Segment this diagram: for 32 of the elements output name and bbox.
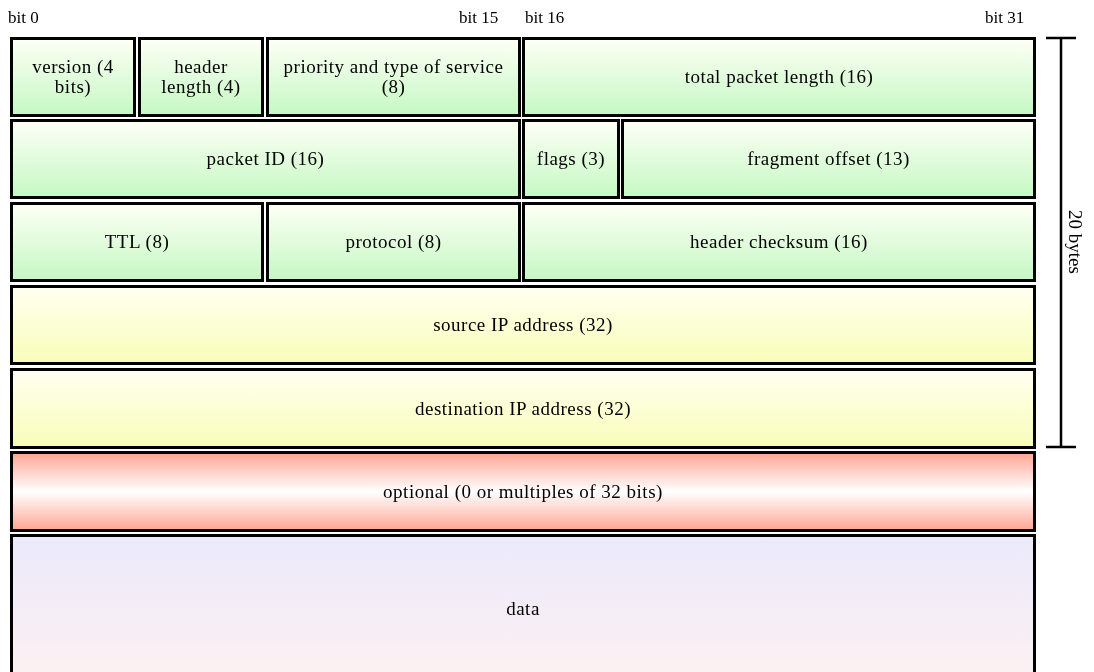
field-label: total packet length (16) bbox=[683, 67, 875, 87]
options-field bbox=[10, 451, 1036, 532]
source-address-field bbox=[10, 285, 1036, 365]
field-label: data bbox=[505, 599, 541, 619]
packet-id-field bbox=[10, 119, 521, 199]
field-label: header length (4) bbox=[160, 57, 242, 97]
version-field bbox=[10, 37, 136, 117]
field-label: destination IP address (32) bbox=[414, 398, 632, 419]
field-label: fragment offset (13) bbox=[746, 149, 911, 169]
header-length-field bbox=[138, 37, 264, 117]
field-label: flags (3) bbox=[535, 149, 607, 169]
field-label: TTL (8) bbox=[103, 232, 171, 252]
field-label: optional (0 or multiples of 32 bits) bbox=[382, 481, 664, 502]
protocol-field bbox=[266, 202, 521, 282]
total-length-field bbox=[522, 37, 1036, 117]
ttl-field bbox=[10, 202, 264, 282]
field-label: source IP address (32) bbox=[432, 315, 614, 335]
fragment-offset-field bbox=[621, 119, 1036, 199]
destination-address-field bbox=[10, 368, 1036, 449]
bit-label: bit 16 bbox=[525, 8, 565, 28]
data-field bbox=[10, 534, 1036, 672]
field-label: header checksum (16) bbox=[689, 232, 869, 252]
field-label: priority and type of service (8) bbox=[282, 57, 505, 97]
field-label: packet ID (16) bbox=[205, 149, 326, 169]
field-label: version (4 bits) bbox=[31, 57, 115, 97]
field-label: protocol (8) bbox=[344, 232, 443, 252]
flags-field bbox=[522, 119, 620, 199]
bit-label: bit 15 bbox=[459, 8, 499, 28]
priority-field bbox=[266, 37, 521, 117]
bit-label: bit 31 bbox=[985, 8, 1025, 28]
bit-label: bit 0 bbox=[8, 8, 39, 28]
checksum-field bbox=[522, 202, 1036, 282]
